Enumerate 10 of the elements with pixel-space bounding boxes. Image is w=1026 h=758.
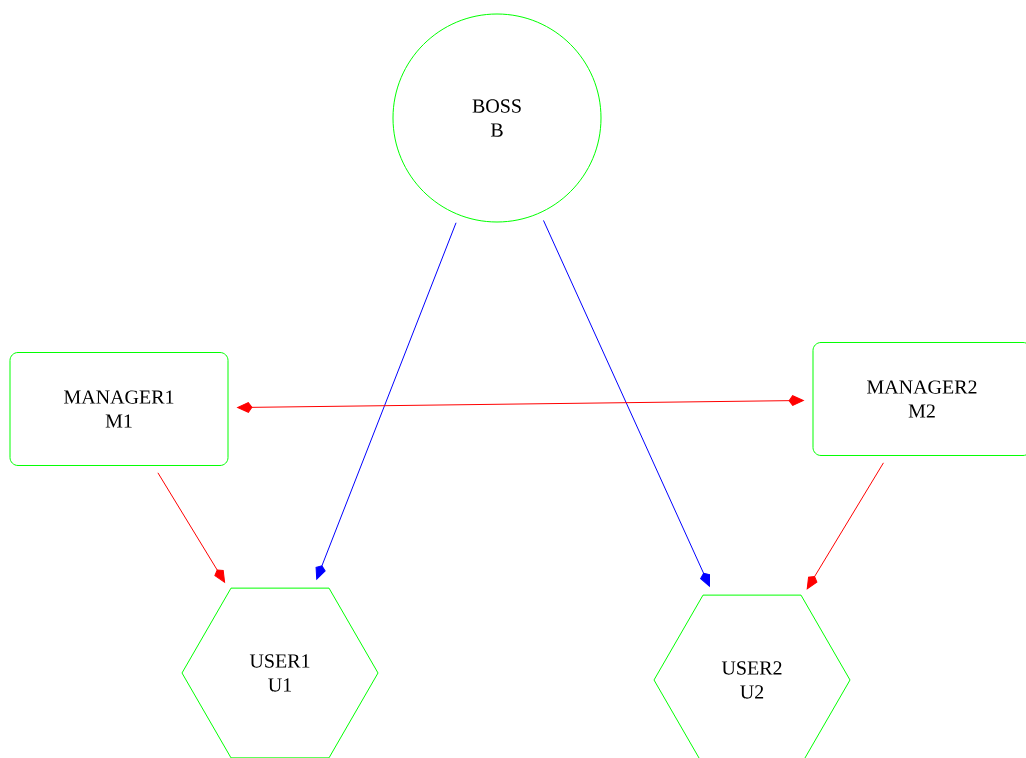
hexagon-node: USER1 U1: [181, 587, 379, 758]
arrow: [157, 472, 226, 583]
rounded-box: MANAGER1 M1: [9, 352, 229, 466]
circle-node: BOSS B: [392, 13, 602, 223]
hexagon-node: USER2 U2: [653, 594, 851, 758]
arrow: [315, 222, 457, 580]
arrow: [543, 219, 710, 587]
arrow: [806, 462, 884, 590]
arrow: [237, 395, 804, 413]
rounded-box: MANAGER2 M2: [812, 342, 1026, 456]
